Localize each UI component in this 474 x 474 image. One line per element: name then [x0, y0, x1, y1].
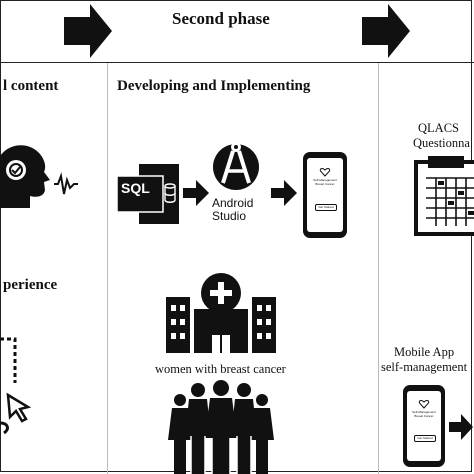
phone-screen: Self-Management Breast Cancer Get Starte… [307, 158, 343, 232]
phone-app-title-line1: Self-Management [313, 178, 337, 182]
android-studio-label-line1: Android [212, 196, 254, 210]
phase-arrow-icon [362, 4, 410, 58]
phone-get-started-button: Get Started [315, 204, 337, 211]
hospital-icon [166, 273, 276, 353]
phone-app-title-right-line2: Breast Cancer [414, 414, 434, 418]
phase-title: Second phase [172, 9, 270, 28]
column-divider-left [107, 63, 108, 474]
app-label-line2: self-management [381, 360, 468, 374]
population-label: women with breast cancer [155, 362, 286, 376]
phase-arrow-icon [64, 4, 112, 58]
heart-icon [319, 167, 331, 177]
flow-arrow-icon [183, 180, 209, 206]
sql-label: SQL [121, 180, 150, 196]
android-studio-icon [213, 142, 259, 190]
questionnaire-label-line2: Questionna [413, 136, 470, 150]
questionnaire-label-line1: QLACS [418, 121, 459, 135]
column-divider-right [378, 63, 379, 474]
android-studio-label-line2: Studio [212, 209, 247, 223]
flow-arrow-icon [271, 180, 297, 206]
flow-arrow-icon [449, 414, 473, 440]
header-divider [0, 62, 474, 63]
women-group-icon [168, 380, 274, 474]
phone-app-title-line2: Breast Cancer [315, 182, 335, 186]
app-label-line1: Mobile App [394, 345, 455, 359]
dotted-frame-cursor-icon [0, 337, 32, 435]
sql-database-icon [116, 164, 179, 224]
speaking-head-icon [0, 145, 78, 208]
phone-app-title: Self-Management Breast Cancer [307, 178, 343, 186]
left-heading-content: l content [3, 78, 59, 94]
phone-screen-right: Self-Management Breast Cancer Get Starte… [407, 391, 441, 461]
questionnaire-clipboard-icon [414, 156, 474, 236]
phone-app-title-right: Self-Management Breast Cancer [407, 410, 441, 418]
phone-app-title-right-line1: Self-Management [412, 410, 436, 414]
middle-heading: Developing and Implementing [117, 78, 311, 94]
android-studio-label: Android Studio [212, 197, 253, 223]
heart-icon [418, 399, 430, 409]
phone-get-started-button-right: Get Started [414, 435, 436, 442]
left-heading-experience: perience [3, 277, 58, 293]
mobile-phone-mockup-right: Self-Management Breast Cancer Get Starte… [403, 385, 445, 467]
mobile-phone-mockup: Self-Management Breast Cancer Get Starte… [303, 152, 347, 238]
